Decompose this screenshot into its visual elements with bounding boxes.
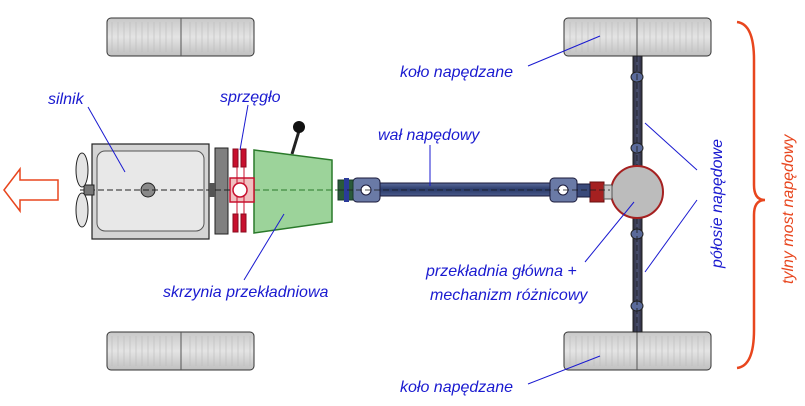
direction-arrow — [3, 166, 59, 214]
driven-wheel-top-label: koło napędzane — [400, 64, 513, 81]
drive-shaft — [337, 177, 610, 203]
engine-label: silnik — [48, 91, 85, 108]
clutch — [229, 148, 255, 233]
rear-top-wheel — [563, 17, 712, 57]
differential-housing — [589, 165, 664, 219]
final-drive-label-line2: mechanizm różnicowy — [430, 287, 588, 304]
fan — [75, 152, 95, 228]
engine — [80, 143, 230, 240]
front-right-wheel — [106, 331, 255, 371]
gearbox — [253, 121, 338, 234]
driven-wheel-bottom-label: koło napędzane — [400, 379, 513, 396]
front-left-wheel — [106, 17, 255, 57]
rear-axle-label: tylny most napędowy — [780, 134, 797, 284]
flywheel — [214, 147, 229, 235]
clutch-label: sprzęgło — [220, 89, 281, 106]
rear-bottom-wheel — [563, 331, 712, 371]
rear-axle-brace — [736, 20, 766, 370]
final-drive-label-line1: przekładnia główna + — [425, 263, 577, 280]
leader-lines — [87, 35, 698, 385]
driveshaft-label: wał napędowy — [378, 127, 480, 144]
gearbox-label: skrzynia przekładniowa — [163, 284, 329, 301]
half-shafts-label: półosie napędowe — [709, 139, 726, 269]
